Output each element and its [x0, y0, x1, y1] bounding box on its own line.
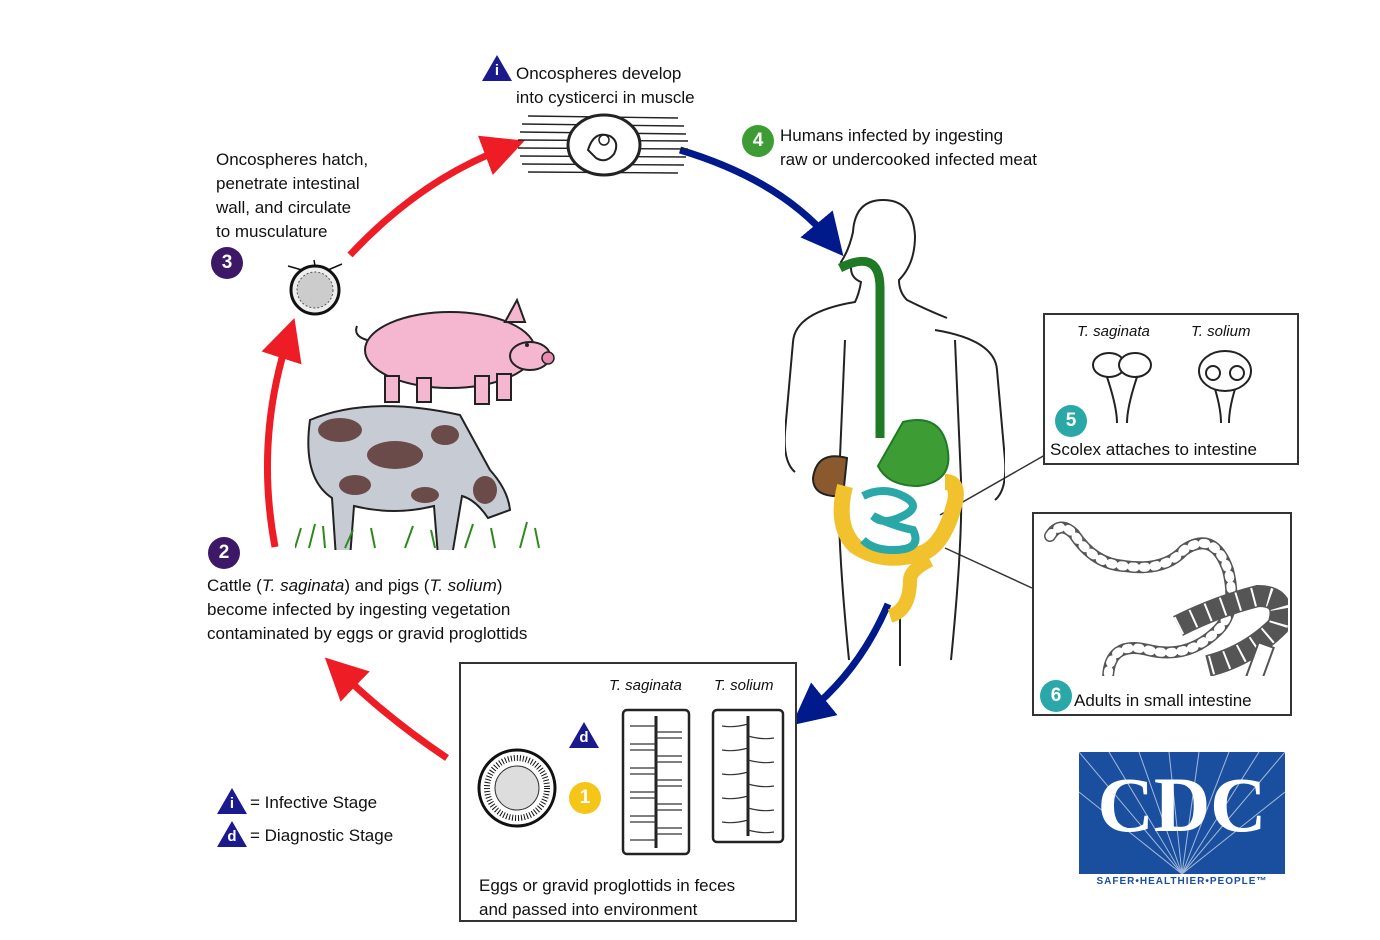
stage-5-label: Scolex attaches to intestine: [1050, 440, 1257, 459]
stage-6-badge: 6: [1040, 680, 1072, 712]
pig-icon: [355, 297, 555, 405]
cdc-logo: CDC: [1079, 752, 1285, 874]
stage-1-badge: 1: [569, 782, 601, 814]
stage-2-label-2: become infected by ingesting vegetation: [207, 600, 511, 619]
stage-2-badge: 2: [208, 537, 240, 569]
adult-tapeworm-icon: [1044, 521, 1288, 676]
legend-diagnostic-icon: d: [217, 821, 247, 847]
stage-5-box: T. saginata T. solium 5 Scolex attaches …: [1043, 313, 1299, 465]
arrow-human-to-1: [791, 602, 892, 726]
stage-1-solium-label: T. solium: [714, 677, 774, 694]
egg-icon: [477, 748, 557, 828]
stage-i-label: Oncospheres develop: [516, 64, 682, 83]
stage-1-label-1: Eggs or gravid proglottids in feces: [479, 876, 736, 895]
stage-1-box: T. saginata T. solium d 1 Eggs or gravid…: [459, 662, 797, 922]
arrow-i-to-4: [678, 146, 844, 257]
stage-3-label-1: Oncospheres hatch,: [216, 150, 369, 169]
stage-2-label-1: Cattle (T. saginata) and pigs (T. solium…: [207, 576, 503, 595]
stage-5-solium-label: T. solium: [1191, 323, 1251, 340]
stage-1-saginata-label: T. saginata: [609, 677, 682, 694]
scolex-saginata-icon: [1092, 352, 1152, 424]
stage-5-badge: 5: [1055, 405, 1087, 437]
stage-3-label-2: penetrate intestinal: [216, 174, 360, 193]
legend-infective-icon: i: [217, 788, 247, 814]
proglottid-solium-icon: [711, 708, 785, 844]
stage-6-label: Adults in small intestine: [1074, 691, 1252, 710]
stage-3-label-3: wall, and circulate: [216, 198, 352, 217]
infective-stage-icon: i: [482, 55, 512, 81]
proglottid-saginata-icon: [621, 708, 691, 856]
cdc-logo-rays: [1079, 752, 1285, 874]
stage-4-label-2: raw or undercooked infected meat: [780, 150, 1038, 169]
cow-icon: [295, 405, 540, 550]
stage-2-label-3: contaminated by eggs or gravid proglotti…: [207, 624, 528, 643]
stage-1-label-2: and passed into environment: [479, 900, 698, 919]
stage-3-label-4: to musculature: [216, 222, 328, 241]
human-figure-icon: [785, 199, 1005, 666]
stage-i-label-2: into cysticerci in muscle: [516, 88, 695, 107]
arrow-2-to-3: [261, 318, 302, 548]
stage-2-species-saginata: T. saginata: [261, 576, 345, 595]
cysticercus-in-muscle-icon: [518, 113, 688, 177]
stage-4-badge: 4: [742, 125, 774, 157]
stage-6-box: 6 Adults in small intestine: [1032, 512, 1292, 716]
arrow-3-to-i: [347, 135, 525, 258]
scolex-solium-icon: [1198, 350, 1252, 424]
arrow-1-to-2: [324, 657, 449, 761]
cdc-logo-text: CDC: [1097, 761, 1267, 848]
stage-4-label: Humans infected by ingesting: [780, 126, 1004, 145]
stage-2-species-solium: T. solium: [429, 576, 497, 595]
oncosphere-icon: [287, 259, 343, 316]
legend-infective-label: = Infective Stage: [250, 793, 378, 812]
stage-5-saginata-label: T. saginata: [1077, 323, 1150, 340]
cdc-tagline: SAFER•HEALTHIER•PEOPLE™: [1096, 876, 1268, 887]
diagnostic-stage-icon: d: [569, 722, 599, 748]
legend-diagnostic-label: = Diagnostic Stage: [250, 826, 394, 845]
stage-3-badge: 3: [211, 247, 243, 279]
